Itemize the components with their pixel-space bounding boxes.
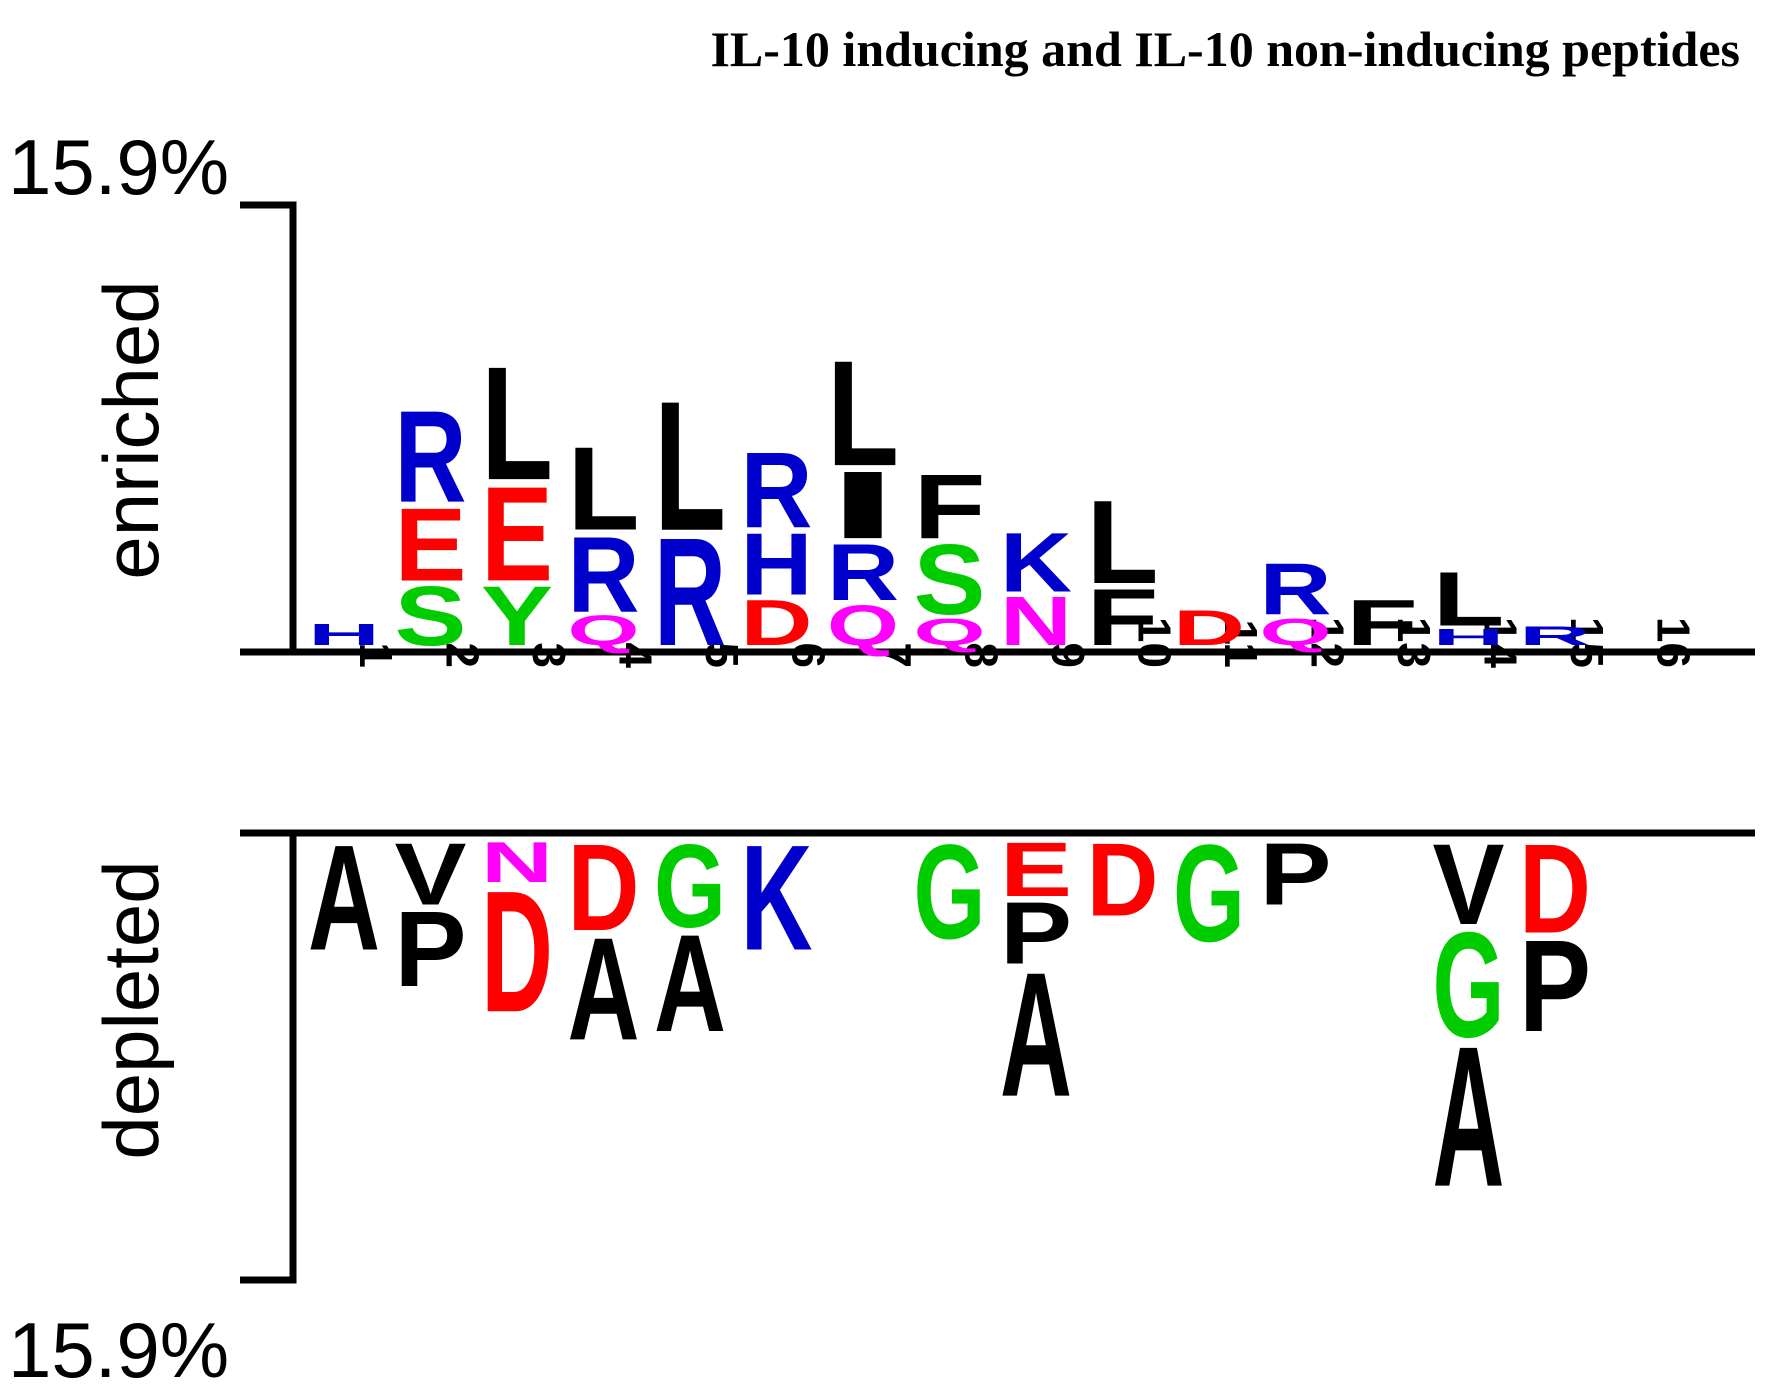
enriched-letter-R-pos-12: R [1260,548,1332,630]
depleted-letter-N-pos-3: N [481,830,553,894]
position-tick-label: 5 [696,642,748,668]
top-scale-label: 15.9% [8,123,229,211]
enriched-letter-H-pos-14: H [1433,625,1505,650]
depleted-letter-P-pos-2: P [395,888,467,1009]
enriched-letter-R-pos-15: R [1519,621,1591,651]
position-tick-label: 14 [1475,617,1527,669]
enriched-letter-Y-pos-3: Y [481,568,553,663]
depleted-letter-P-pos-15: P [1519,913,1591,1059]
position-tick-label: 15 [1561,617,1613,668]
enriched-letter-H-pos-6: H [741,515,813,614]
scale-bars [240,201,297,1284]
enriched-letter-L-pos-10: L [1087,477,1159,610]
depleted-axis-label: depleted [87,860,175,1159]
enriched-letter-F-pos-10: F [1087,573,1159,663]
enriched-letter-R-pos-2: R [395,384,467,530]
enriched-letter-S-pos-2: S [395,568,467,663]
enriched-letter-L-pos-14: L [1433,557,1505,643]
position-tick-label: 4 [610,642,662,668]
enriched-letter-F-pos-13: F [1346,587,1418,660]
depleted-letter-D-pos-15: D [1519,819,1591,960]
bottom-scale-label: 15.9% [8,1306,229,1387]
depleted-letter-A-pos-14: A [1433,1005,1505,1229]
position-tick-label: 9 [1042,642,1094,668]
enriched-letter-H-pos-1: H [308,617,380,651]
enriched-letter-N-pos-9: N [1000,583,1072,660]
depleted-letter-D-pos-3: D [481,854,553,1048]
depleted-letter-P-pos-12: P [1260,825,1332,924]
enriched-letter-R-pos-7: R [827,528,899,618]
depleted-letter-V-pos-2: V [395,825,467,924]
position-tick-label: 10 [1129,617,1181,668]
enriched-letter-L-pos-3: L [481,333,553,514]
depleted-letter-P-pos-9: P [1000,884,1072,983]
enriched-letter-R-pos-5: R [654,507,726,678]
depleted-letter-G-pos-8: G [914,817,986,967]
position-tick-label: 8 [956,642,1008,668]
depleted-letter-E-pos-9: E [1000,826,1072,912]
position-tick-label: 16 [1648,617,1700,668]
enriched-scale-bracket [240,201,297,656]
enriched-letter-S-pos-8: S [914,525,986,636]
enriched-letter-F-pos-8: F [914,455,986,558]
enriched-letter-D-pos-11: D [1173,600,1245,656]
enriched-letter-E-pos-3: E [481,459,553,609]
enriched-letter-L-pos-4: L [568,423,640,556]
position-tick-label: 12 [1302,617,1354,668]
position-tick-label: 3 [523,642,575,668]
enriched-letter-R-pos-6: R [741,429,813,549]
depleted-letter-V-pos-14: V [1433,820,1505,949]
enriched-letter-D-pos-6: D [741,586,813,659]
position-tick-label: 13 [1388,617,1440,668]
enriched-letter-L-pos-5: L [654,363,726,569]
enriched-letter-Q-pos-8: Q [914,611,986,654]
depleted-letter-D-pos-4: D [568,819,640,956]
position-tick-label: 7 [869,642,921,668]
depleted-letter-A-pos-4: A [568,907,640,1071]
depleted-letter-A-pos-9: A [1000,937,1072,1134]
depleted-scale-bracket [240,829,297,1284]
depleted-letter-A-pos-5: A [654,906,726,1061]
enriched-axis-label: enriched [87,280,175,579]
enriched-letter-L-pos-7: L [827,329,899,497]
enriched-letter-E-pos-2: E [395,487,467,603]
depleted-letter-G-pos-11: G [1173,815,1245,970]
position-tick-label: 1 [350,642,402,668]
position-tick-label: 6 [783,642,835,668]
enriched-letter-K-pos-9: K [1000,515,1072,610]
enriched-letter-R-pos-4: R [568,514,640,634]
depleted-letter-G-pos-5: G [654,819,726,953]
enriched-letter-Q-pos-7: Q [827,593,899,657]
depleted-letter-K-pos-6: K [741,815,813,982]
depleted-letter-G-pos-14: G [1433,902,1505,1069]
enriched-letter-Q-pos-4: Q [568,607,640,654]
position-tick-label: 2 [437,642,489,668]
enriched-letter-Q-pos-12: Q [1260,611,1332,654]
enriched-letter-I-pos-7: I [827,452,899,559]
depleted-letter-A-pos-1: A [308,815,380,982]
chart-title: IL-10 inducing and IL-10 non-inducing pe… [710,21,1740,77]
depleted-letter-D-pos-10: D [1087,822,1159,938]
position-tick-label: 11 [1215,619,1267,668]
